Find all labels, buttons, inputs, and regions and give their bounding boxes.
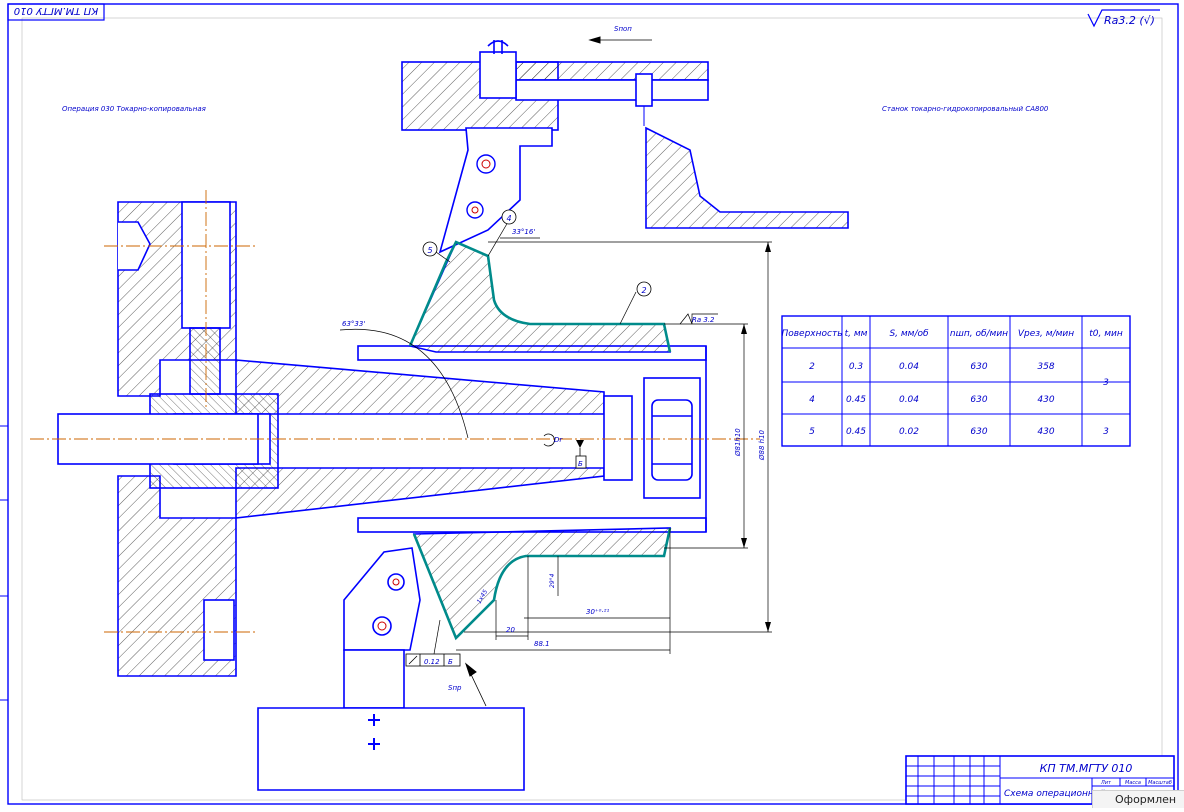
table-cell: 0.04 bbox=[899, 395, 919, 405]
table-cell: 630 bbox=[970, 427, 987, 437]
table-header: nшп, об/мин bbox=[950, 329, 1008, 339]
machined-surface-lower bbox=[412, 527, 672, 641]
table-cell: 0.45 bbox=[846, 427, 866, 437]
rotation-label: Dr bbox=[554, 436, 563, 444]
tolerance-value: 0.12 bbox=[424, 658, 440, 666]
dimension-lines bbox=[339, 221, 772, 654]
table-header: Поверхность bbox=[781, 329, 842, 339]
table-header: t0, мин bbox=[1089, 329, 1123, 339]
long-feed-label: Sпр bbox=[448, 684, 462, 692]
table-cell: 0.02 bbox=[899, 427, 919, 437]
svg-text:Ra3.2 (√): Ra3.2 (√) bbox=[1104, 14, 1155, 27]
table-cell: 2 bbox=[809, 362, 815, 372]
rotation-symbol bbox=[543, 433, 555, 447]
bottom-tool bbox=[257, 547, 525, 791]
top-stamp-box bbox=[7, 3, 105, 21]
table-cell: 5 bbox=[809, 427, 815, 437]
dim-roughness: Ra 3.2 bbox=[692, 316, 715, 324]
tolerance-base: Б bbox=[448, 658, 453, 666]
dim-angle-4: 33°16' bbox=[512, 228, 535, 236]
top-insert bbox=[466, 154, 496, 219]
roughness-sign: Ra3.2 (√) bbox=[1087, 9, 1160, 28]
table-cell: 0.04 bbox=[899, 362, 919, 372]
dim-len-20: 20 bbox=[506, 626, 515, 634]
svg-text:Масштаб: Масштаб bbox=[1148, 780, 1172, 786]
dim-diam-2: Ø88 h10 bbox=[758, 429, 766, 461]
margin-ticks bbox=[0, 425, 8, 701]
cross-feed-label: Sпоп bbox=[614, 25, 632, 33]
dim-diam-1: Ø81h10 bbox=[734, 428, 742, 457]
dim-small: 29°4 bbox=[549, 573, 556, 588]
cutting-table: Поверхность t, мм S, мм/об nшп, об/мин V… bbox=[781, 315, 1131, 447]
mandrel bbox=[57, 359, 701, 519]
table-header: S, мм/об bbox=[889, 329, 929, 339]
table-cell: 0.3 bbox=[849, 362, 864, 372]
table-cell: 630 bbox=[970, 395, 987, 405]
centerlines bbox=[30, 190, 760, 633]
machined-surface-upper bbox=[408, 240, 672, 353]
status-chip[interactable]: Оформлен bbox=[1092, 790, 1184, 808]
surface-marker-4: 4 bbox=[501, 209, 517, 225]
copy-template bbox=[645, 126, 849, 229]
table-cell: 3 bbox=[1103, 427, 1109, 437]
title-block-title: Схема операционной наладки bbox=[1004, 789, 1148, 799]
table-cell: 0.45 bbox=[846, 395, 866, 405]
svg-text:Лит: Лит bbox=[1100, 780, 1112, 786]
base-marker bbox=[575, 440, 587, 469]
title-block-code: КП ТМ.МГТУ 010 bbox=[1040, 762, 1133, 775]
status-label: Оформлен bbox=[1115, 793, 1177, 806]
machine-label: Станок токарно-гидрокопировальный СА800 bbox=[882, 105, 1049, 113]
cross-feed-arrow bbox=[588, 36, 652, 44]
table-cell: 358 bbox=[1037, 362, 1054, 372]
surface-marker-2: 2 bbox=[636, 281, 652, 297]
table-cell: 4 bbox=[809, 395, 815, 405]
svg-text:4: 4 bbox=[506, 214, 511, 223]
inner-frame bbox=[21, 17, 1163, 801]
top-tool-slide bbox=[401, 40, 709, 254]
table-cell: 3 bbox=[1103, 378, 1109, 388]
svg-text:5: 5 bbox=[427, 246, 432, 255]
dim-angle-main: 63°33' bbox=[342, 320, 365, 328]
surface-roughness-mark bbox=[679, 313, 718, 325]
svg-text:Масса: Масса bbox=[1125, 780, 1141, 786]
table-cell: 430 bbox=[1037, 427, 1054, 437]
table-header: Vрез, м/мин bbox=[1018, 329, 1074, 339]
surface-marker-5: 5 bbox=[422, 241, 438, 257]
plus-marks bbox=[368, 714, 380, 750]
top-stamp-text: КП ТМ.МГТУ 010 bbox=[14, 5, 98, 16]
workpiece-lower bbox=[412, 527, 671, 640]
table-cell: 630 bbox=[970, 362, 987, 372]
arrowheads bbox=[741, 242, 771, 632]
svg-text:2: 2 bbox=[641, 286, 646, 295]
base-mark-text: Б bbox=[578, 460, 583, 468]
dim-len-30: 30⁺⁰·²¹ bbox=[586, 608, 609, 616]
long-feed-arrow bbox=[464, 662, 487, 707]
sheet-border bbox=[7, 3, 1179, 805]
operation-label: Операция 030 Токарно-копировальная bbox=[62, 105, 206, 113]
table-header: t, мм bbox=[845, 329, 868, 339]
table-cell: 430 bbox=[1037, 395, 1054, 405]
tolerance-frame bbox=[405, 619, 461, 667]
dim-len-88: 88.1 bbox=[534, 640, 550, 648]
